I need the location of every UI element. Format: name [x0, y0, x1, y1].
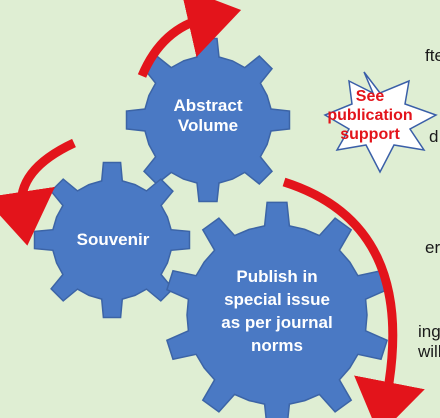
- side-text-2: d: [429, 127, 439, 146]
- gear-publish-line4: norms: [251, 336, 303, 355]
- star-badge: [323, 71, 438, 174]
- arrow-top: [137, 0, 242, 78]
- gear-abstract-line1: Abstract: [174, 96, 243, 115]
- gear-publish-line1: Publish in: [236, 267, 317, 286]
- gear-souvenir-label: Souvenir: [77, 230, 150, 249]
- side-text-5: will: [418, 342, 440, 361]
- side-text-1: fter: [425, 46, 440, 65]
- gear-abstract-volume: [125, 37, 291, 203]
- side-text-4: ing: [418, 322, 440, 341]
- gear-publish-line2: special issue: [224, 290, 330, 309]
- badge-line1: See: [356, 88, 385, 105]
- gear-abstract-line2: Volume: [178, 116, 238, 135]
- badge-line3: support: [340, 126, 400, 143]
- arrow-left: [0, 138, 76, 246]
- badge-line2: publication: [327, 107, 412, 124]
- gear-publish: [165, 201, 389, 418]
- gear-publish-line3: as per journal: [221, 313, 332, 332]
- side-text-3: er: [425, 238, 440, 257]
- arrow-right: [282, 177, 425, 418]
